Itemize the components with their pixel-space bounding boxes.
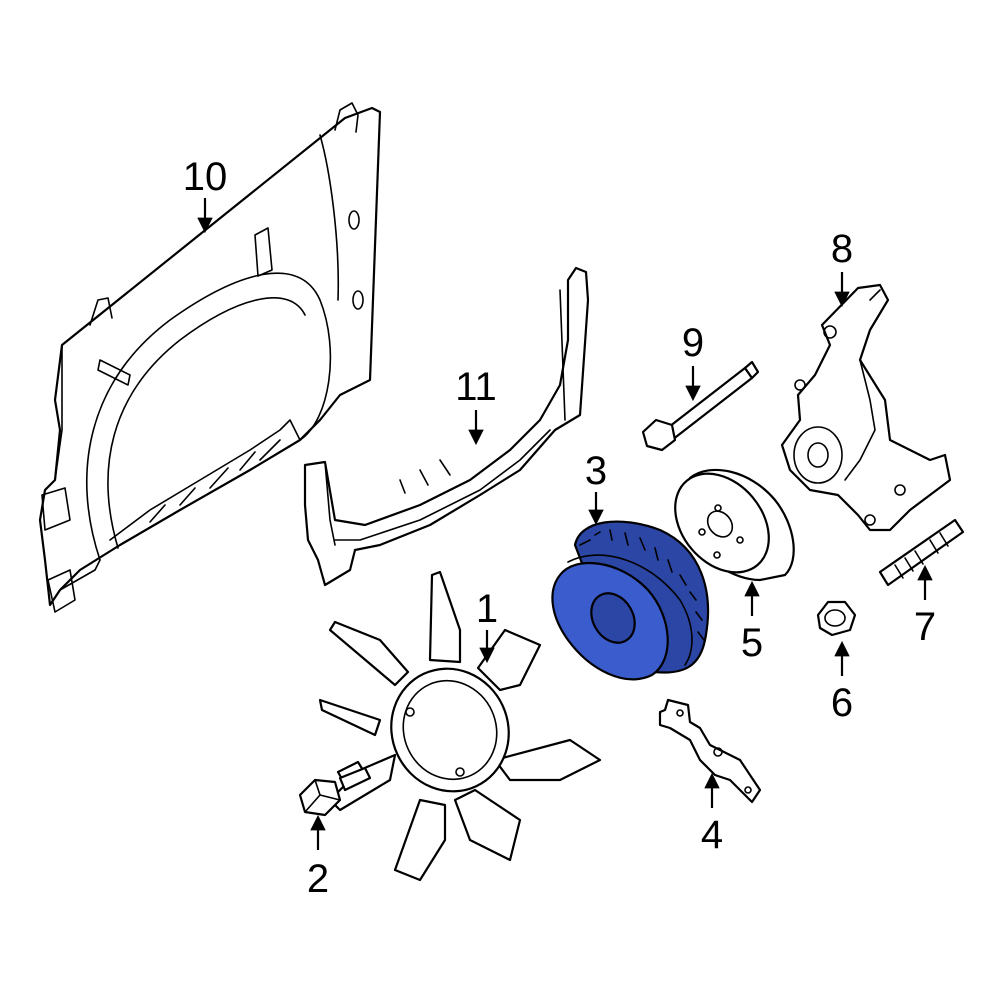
label-5: 5 [741, 621, 763, 665]
label-4: 4 [701, 813, 723, 857]
callout-4: 4 [701, 772, 723, 857]
label-2: 2 [307, 857, 329, 901]
label-10: 10 [183, 155, 228, 199]
lower-shroud[interactable] [303, 266, 590, 587]
callout-9: 9 [682, 321, 704, 402]
label-9: 9 [682, 321, 704, 365]
nut[interactable] [816, 600, 857, 637]
label-11: 11 [455, 365, 497, 409]
callout-7: 7 [914, 564, 936, 649]
bolt[interactable] [298, 760, 372, 817]
fan-clutch[interactable] [551, 520, 710, 681]
label-1: 1 [476, 587, 498, 631]
label-7: 7 [914, 605, 936, 649]
label-8: 8 [831, 227, 853, 271]
callout-3: 3 [585, 449, 607, 526]
fan-blade[interactable] [318, 570, 602, 882]
callout-2: 2 [307, 814, 329, 901]
callout-5: 5 [741, 580, 763, 665]
long-bolt[interactable] [641, 360, 760, 452]
pulley[interactable] [656, 455, 795, 591]
callout-1: 1 [476, 587, 498, 664]
label-3: 3 [585, 449, 607, 493]
callout-10: 10 [183, 155, 228, 234]
stud[interactable] [878, 518, 965, 587]
bracket[interactable] [658, 698, 762, 804]
callout-8: 8 [831, 227, 853, 308]
label-6: 6 [831, 681, 853, 725]
fan-shroud[interactable] [38, 102, 382, 613]
callout-11: 11 [455, 365, 497, 446]
housing[interactable] [780, 283, 952, 532]
callout-6: 6 [831, 640, 853, 725]
